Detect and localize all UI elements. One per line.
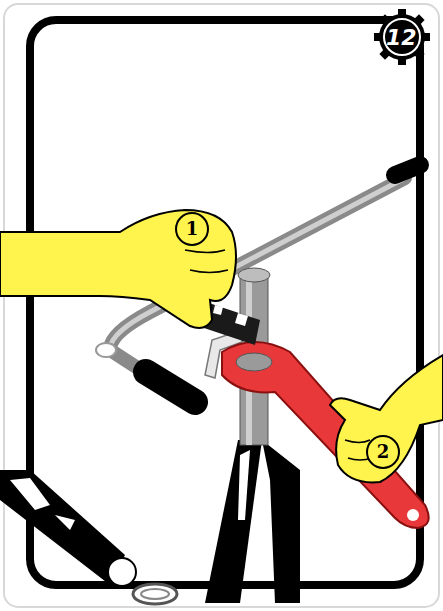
callout-number: 2 (366, 435, 400, 469)
step-number: 12 (386, 25, 417, 50)
callout-number: 1 (175, 212, 209, 246)
